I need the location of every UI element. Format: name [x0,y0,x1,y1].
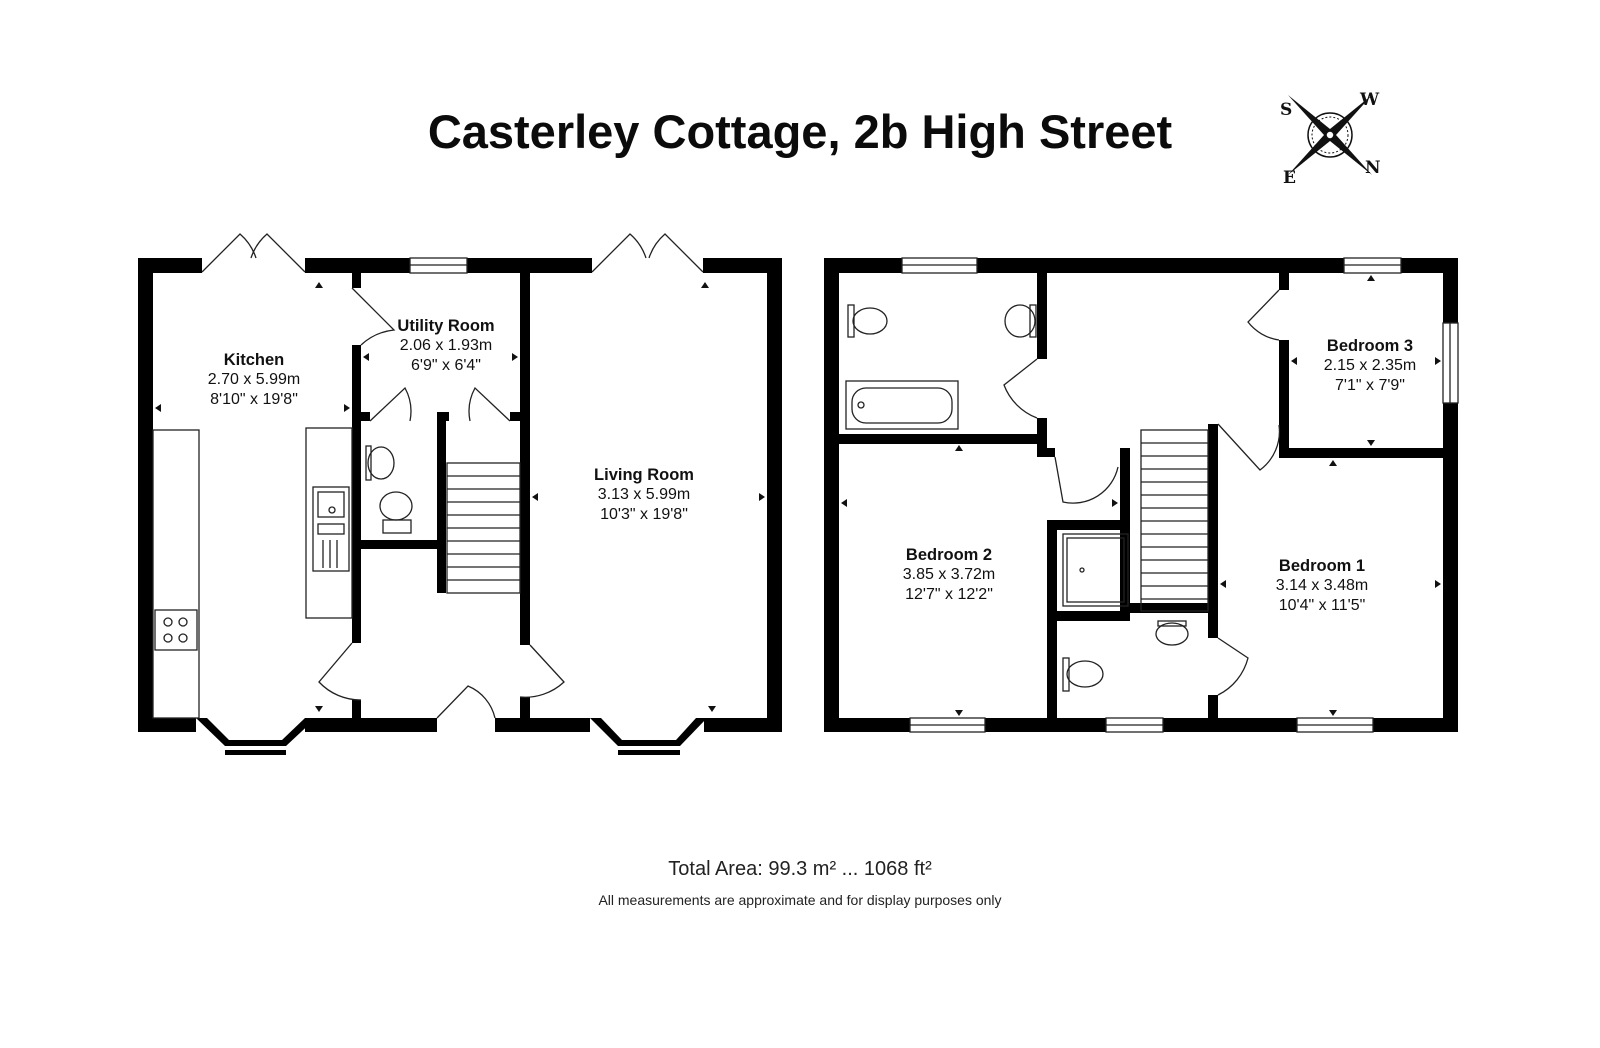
wall [437,421,446,593]
room-name: Bedroom 2 [905,546,993,564]
wall [1037,273,1047,359]
wall [824,258,1458,273]
ground-floor [138,258,782,755]
room-label-living: Living Room 3.13 x 5.99m 10'3" x 19'8" [594,465,694,525]
room-metric: 2.15 x 2.35m [1323,357,1417,374]
room-name: Kitchen [223,351,285,369]
room-name: Bedroom 3 [1326,337,1414,355]
room-label-kitchen: Kitchen 2.70 x 5.99m 8'10" x 19'8" [208,350,301,410]
first-floor-arrows [841,275,1441,716]
wall [138,258,153,732]
wall [1279,425,1289,458]
bay-window-living [590,718,707,746]
wall [1037,418,1047,448]
room-imperial: 10'4" x 11'5" [1278,597,1366,614]
room-name: Bedroom 1 [1278,557,1366,575]
wall [1047,520,1057,718]
first-floor [824,258,1458,732]
disclaimer: All measurements are approximate and for… [598,892,1002,908]
compass-rose: S W E N [1280,90,1381,188]
wall [352,700,361,718]
wall [824,258,839,732]
room-metric: 3.14 x 3.48m [1275,577,1369,594]
room-name: Utility Room [397,317,495,335]
wall [352,273,361,288]
wall [361,412,370,421]
compass-s: S [1280,100,1292,120]
bay-glass [618,750,680,755]
room-imperial: 7'1" x 7'9" [1335,377,1405,394]
room-metric: 3.85 x 3.72m [902,566,996,583]
wall [1279,273,1289,290]
room-label-utility: Utility Room 2.06 x 1.93m 6'9" x 6'4" [397,316,494,376]
wall [1208,424,1218,638]
wall [704,718,782,732]
room-imperial: 12'7" x 12'2" [905,586,993,603]
ground-floor-arrows [155,282,765,712]
wall [1057,611,1130,621]
room-metric: 2.70 x 5.99m [207,371,301,388]
wall [1047,520,1120,530]
wall [1037,448,1055,457]
wall [767,258,782,732]
room-metric: 3.13 x 5.99m [597,486,691,503]
ground-floor-fixtures [152,233,704,719]
wall [138,718,196,732]
bay-window-kitchen [196,718,316,746]
total-area: Total Area: 99.3 m² ... 1068 ft² [668,858,932,880]
wall [1279,448,1458,458]
room-imperial: 8'10" x 19'8" [210,391,298,408]
wall [138,258,202,273]
wall [1279,340,1289,425]
room-label-bedroom3: Bedroom 3 2.15 x 2.35m 7'1" x 7'9" [1324,336,1417,396]
compass-w: W [1359,90,1380,110]
wall [1208,695,1218,718]
room-name: Living Room [594,466,694,484]
wall [437,412,449,421]
wall [520,273,530,645]
bay-glass [225,750,286,755]
wall [703,258,782,273]
wall [510,412,520,421]
room-label-bedroom1: Bedroom 1 3.14 x 3.48m 10'4" x 11'5" [1276,556,1369,616]
room-metric: 2.06 x 1.93m [399,337,493,354]
wall [520,697,530,718]
compass-n: N [1365,158,1381,178]
wall [839,434,1047,444]
room-imperial: 6'9" x 6'4" [411,357,481,374]
wall [495,718,590,732]
compass-e: E [1283,168,1296,188]
plan-title: Casterley Cottage, 2b High Street [427,105,1173,158]
room-label-bedroom2: Bedroom 2 3.85 x 3.72m 12'7" x 12'2" [903,545,996,605]
first-floor-fixtures [845,257,1459,733]
wall [352,345,361,643]
wall [1130,603,1208,613]
wall [305,718,437,732]
wall [1120,448,1130,611]
room-imperial: 10'3" x 19'8" [600,506,688,523]
wall [361,540,437,549]
